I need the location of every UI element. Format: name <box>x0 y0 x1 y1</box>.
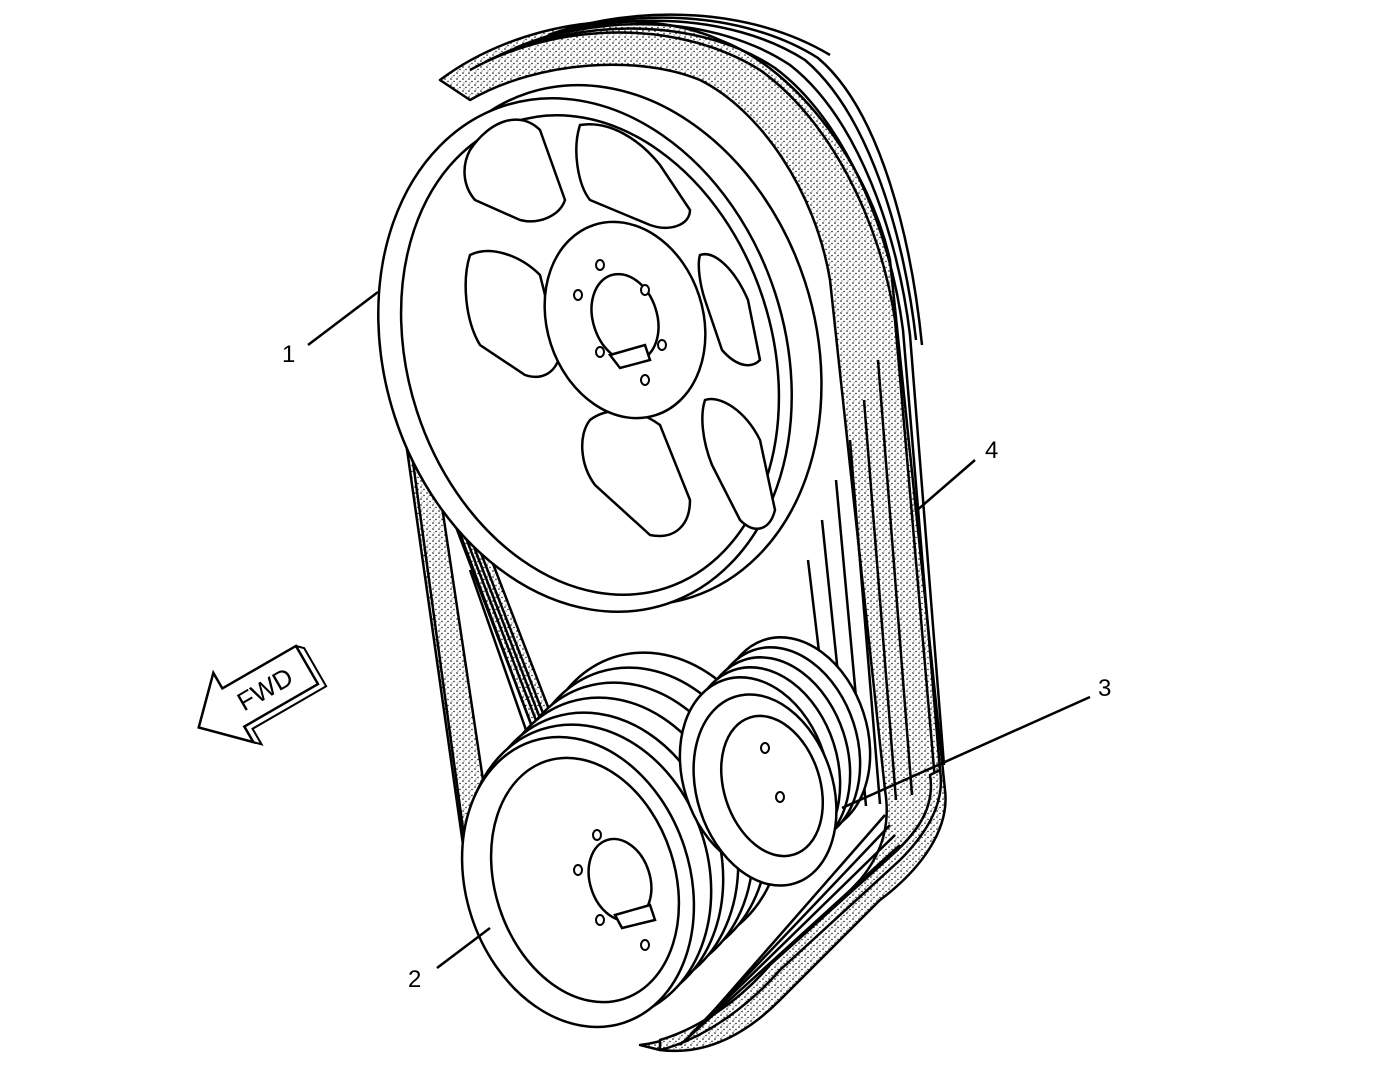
callout-1: 1 <box>282 341 295 368</box>
drive-sheave-face-inner <box>489 756 681 1004</box>
leader-line-2 <box>436 927 491 969</box>
belt-strand <box>848 439 882 805</box>
forward-direction-arrow: FWD <box>197 644 328 746</box>
idler-sheave <box>678 636 872 887</box>
belt-strand <box>547 13 831 57</box>
belt-strand <box>876 359 914 796</box>
fwd-arrow-shadow <box>251 644 328 746</box>
belt-strand <box>499 22 946 766</box>
belt-strand <box>862 399 898 801</box>
callout-4: 4 <box>985 437 998 464</box>
belt-strand <box>514 19 918 341</box>
large-sheave <box>377 83 823 613</box>
leader-line-1 <box>307 291 379 346</box>
callouts <box>307 291 1091 969</box>
belt-strand <box>689 834 896 1036</box>
leader-line-4 <box>914 459 976 513</box>
large-sheave-bolt-holes <box>573 259 667 386</box>
belt-strand <box>679 844 901 1046</box>
drive-sheave-keyway <box>613 903 657 930</box>
callout-2: 2 <box>408 966 421 993</box>
belt-strand <box>484 27 942 771</box>
fwd-arrow-outline <box>197 644 320 745</box>
belt-strand <box>709 814 886 1016</box>
leader-line-3 <box>841 695 1091 810</box>
idler-sheave-face-inner <box>719 714 825 858</box>
belt-strand <box>531 16 924 346</box>
idler-sheave-bolt-holes <box>760 742 785 803</box>
drive-sheave-bolt-holes <box>573 829 650 951</box>
spoke-windows <box>463 118 777 538</box>
large-sheave-keyway <box>607 343 652 370</box>
callout-3: 3 <box>1098 675 1111 702</box>
belt-strand <box>469 31 937 781</box>
belt-band-bottom <box>658 768 943 1052</box>
